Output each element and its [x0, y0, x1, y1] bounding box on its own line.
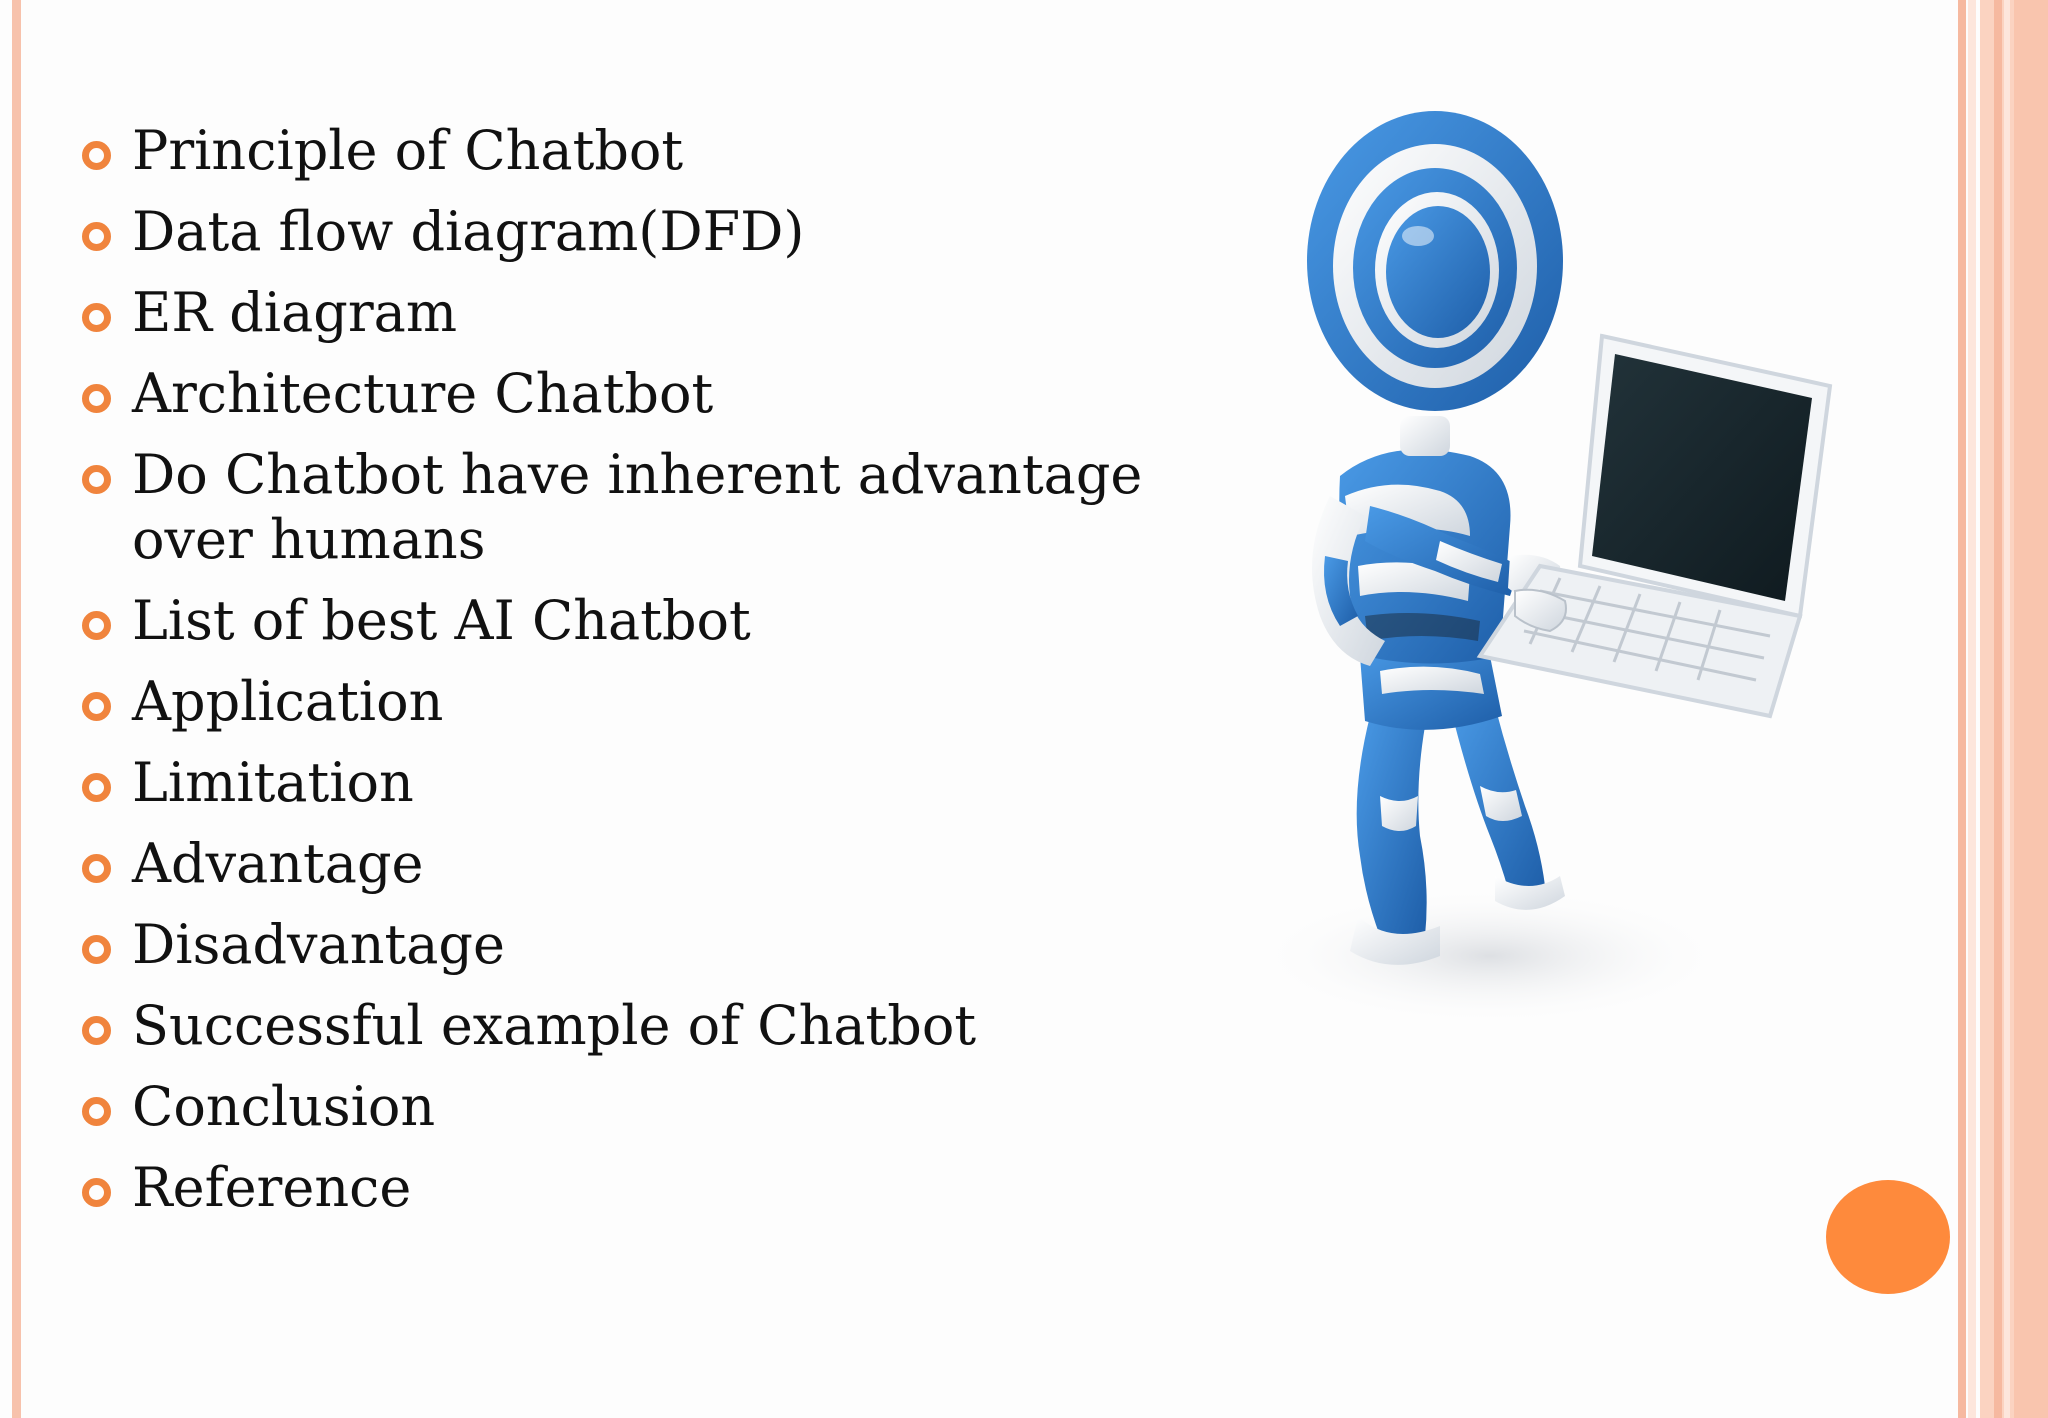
list-item-text: Advantage [132, 832, 424, 895]
ring-bullet-icon [82, 1097, 111, 1126]
list-item-text: Limitation [132, 751, 414, 814]
ring-bullet-icon [82, 611, 111, 640]
list-item-text: ER diagram [132, 281, 458, 344]
right-stripe-decoration [2004, 0, 2010, 1418]
list-item-text: Disadvantage [132, 913, 505, 976]
ring-bullet-icon [82, 692, 111, 721]
list-item: ER diagram [80, 280, 1160, 345]
right-stripe-decoration [1968, 0, 1976, 1418]
list-item: Do Chatbot have inherent advantage over … [80, 442, 1160, 572]
orange-circle-decoration [1826, 1180, 1950, 1294]
list-item-text: Do Chatbot have inherent advantage over … [132, 443, 1143, 571]
right-stripe-decoration [2014, 0, 2048, 1418]
ring-bullet-icon [82, 1178, 111, 1207]
list-item-text: Application [132, 670, 444, 733]
ring-bullet-icon [82, 935, 111, 964]
ring-bullet-icon [82, 222, 111, 251]
ring-bullet-icon [82, 303, 111, 332]
ring-bullet-icon [82, 465, 111, 494]
robot-laptop-illustration [1240, 96, 1870, 1056]
list-item: Advantage [80, 831, 1160, 896]
list-item: Data flow diagram(DFD) [80, 199, 1160, 264]
list-item: Reference [80, 1155, 1160, 1220]
list-item: Architecture Chatbot [80, 361, 1160, 426]
agenda-list: Principle of Chatbot Data flow diagram(D… [80, 118, 1160, 1236]
list-item: Limitation [80, 750, 1160, 815]
list-item-text: Data flow diagram(DFD) [132, 200, 805, 263]
ring-bullet-icon [82, 141, 111, 170]
list-item: Application [80, 669, 1160, 734]
list-item: Successful example of Chatbot [80, 993, 1160, 1058]
ring-bullet-icon [82, 384, 111, 413]
list-item-text: List of best AI Chatbot [132, 589, 751, 652]
list-item-text: Architecture Chatbot [132, 362, 714, 425]
ring-bullet-icon [82, 854, 111, 883]
robot-icon [1250, 111, 1833, 1026]
right-stripe-decoration [1994, 0, 2002, 1418]
list-item-text: Principle of Chatbot [132, 119, 684, 182]
left-border-decoration [12, 0, 21, 1418]
list-item: Disadvantage [80, 912, 1160, 977]
list-item: Principle of Chatbot [80, 118, 1160, 183]
list-item-text: Successful example of Chatbot [132, 994, 977, 1057]
list-item: List of best AI Chatbot [80, 588, 1160, 653]
list-item-text: Reference [132, 1156, 412, 1219]
ring-bullet-icon [82, 1016, 111, 1045]
right-stripe-decoration [1958, 0, 1966, 1418]
list-item: Conclusion [80, 1074, 1160, 1139]
list-item-text: Conclusion [132, 1075, 436, 1138]
ring-bullet-icon [82, 773, 111, 802]
